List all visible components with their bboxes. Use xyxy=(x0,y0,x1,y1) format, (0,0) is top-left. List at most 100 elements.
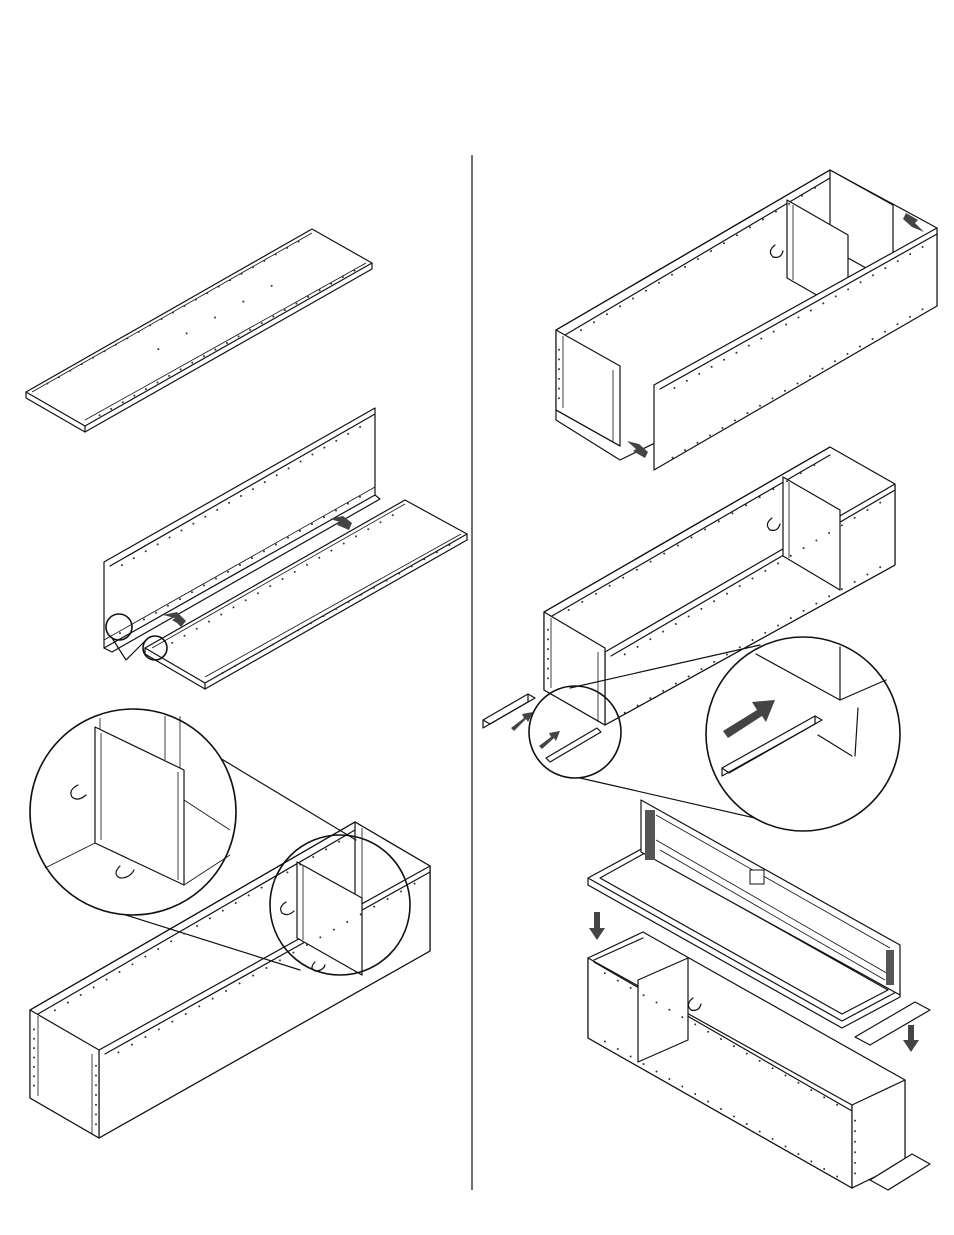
rivet-dot xyxy=(186,332,188,334)
step-partition-detail xyxy=(30,709,430,1138)
rivet-dot xyxy=(866,574,868,576)
step-bottom-panel xyxy=(26,229,372,432)
rivet-dot xyxy=(810,1161,812,1163)
arrow-icon xyxy=(163,612,186,627)
rivet-dot xyxy=(710,250,712,252)
rivet-dot xyxy=(348,601,350,603)
rivet-dot xyxy=(157,543,159,545)
rivet-dot xyxy=(423,558,425,560)
rivet-dot xyxy=(801,195,803,197)
rivet-dot xyxy=(360,594,362,596)
rivet-dot xyxy=(847,353,849,355)
rivet-dot xyxy=(828,532,830,534)
rivet-dot xyxy=(672,457,674,459)
rivet-dot xyxy=(271,285,273,287)
rivet-dot xyxy=(58,376,60,378)
rivet-dot xyxy=(788,203,790,205)
rivet-dot xyxy=(772,397,774,399)
rivet-dot xyxy=(225,990,227,992)
rivet-dot xyxy=(547,658,549,660)
rivet-dot xyxy=(707,1101,709,1103)
rivet-dot xyxy=(33,1028,35,1030)
rivet-dot xyxy=(815,540,817,542)
rivet-dot xyxy=(697,442,699,444)
rivet-dot xyxy=(333,929,335,931)
rivet-dot xyxy=(736,234,738,236)
rivet-dot xyxy=(436,551,438,553)
rivet-dot xyxy=(220,614,222,616)
rivet-dot xyxy=(735,352,737,354)
rivet-dot xyxy=(822,302,824,304)
rivet-dot xyxy=(624,712,626,714)
rivet-dot xyxy=(172,312,174,314)
rivet-dot xyxy=(884,331,886,333)
rivet-dot xyxy=(593,321,595,323)
rivet-dot xyxy=(92,357,94,359)
rivet-dot xyxy=(95,1084,97,1086)
rivet-dot xyxy=(274,879,276,881)
rivet-dot xyxy=(775,211,777,213)
rivet-dot xyxy=(184,635,186,637)
rivet-dot xyxy=(568,609,570,611)
rivet-dot xyxy=(330,283,332,285)
rivet-dot xyxy=(171,642,173,644)
rivet-dot xyxy=(726,593,728,595)
rivet-dot xyxy=(872,338,874,340)
rivet-dot xyxy=(860,281,862,283)
rivet-dot xyxy=(95,1094,97,1096)
rivet-dot xyxy=(688,615,690,617)
rivet-dot xyxy=(196,925,198,927)
rivet-dot xyxy=(311,454,313,456)
rivet-dot xyxy=(803,547,805,549)
rivet-dot xyxy=(95,1114,97,1116)
rivet-dot xyxy=(663,553,665,555)
rivet-dot xyxy=(373,587,375,589)
rivet-dot xyxy=(311,523,313,525)
rivet-dot xyxy=(387,898,389,900)
rivet-dot xyxy=(245,599,247,601)
rivet-dot xyxy=(104,350,106,352)
rivet-dot xyxy=(922,308,924,310)
rivet-dot xyxy=(95,1075,97,1077)
rivet-dot xyxy=(637,646,639,648)
rivet-dot xyxy=(604,1041,606,1043)
rivet-dot xyxy=(239,982,241,984)
rivet-dot xyxy=(922,246,924,248)
rivet-dot xyxy=(790,555,792,557)
rivet-dot xyxy=(169,536,171,538)
rivet-dot xyxy=(275,253,277,255)
rivet-dot xyxy=(828,595,830,597)
rivet-dot xyxy=(157,948,159,950)
rivet-dot xyxy=(854,1151,856,1153)
rivet-dot xyxy=(346,921,348,923)
arrow-icon xyxy=(903,1025,919,1052)
rivet-dot xyxy=(836,1176,838,1178)
rivet-dot xyxy=(675,683,677,685)
step-attach-back-panel xyxy=(104,408,467,689)
rivet-dot xyxy=(242,301,244,303)
rivet-dot xyxy=(731,512,733,514)
rivet-dot xyxy=(723,359,725,361)
rivet-dot xyxy=(759,405,761,407)
rivet-dot xyxy=(239,564,241,566)
rivet-dot xyxy=(144,1036,146,1038)
rivet-dot xyxy=(331,550,333,552)
rivet-dot xyxy=(157,348,159,350)
arrow-icon xyxy=(539,731,560,749)
rivet-dot xyxy=(126,337,128,339)
rivet-dot xyxy=(709,434,711,436)
rivet-dot xyxy=(630,987,632,989)
rivet-dot xyxy=(95,1104,97,1106)
rivet-dot xyxy=(247,658,249,660)
rivet-dot xyxy=(33,1085,35,1087)
rivet-dot xyxy=(297,629,299,631)
rivet-dot xyxy=(797,383,799,385)
rivet-dot xyxy=(392,514,394,516)
rivet-dot xyxy=(746,1123,748,1125)
arrow-icon xyxy=(589,912,605,940)
rivet-dot xyxy=(33,1075,35,1077)
rivet-dot xyxy=(662,631,664,633)
rivet-dot xyxy=(800,472,802,474)
rivet-dot xyxy=(286,871,288,873)
rivet-dot xyxy=(606,313,608,315)
